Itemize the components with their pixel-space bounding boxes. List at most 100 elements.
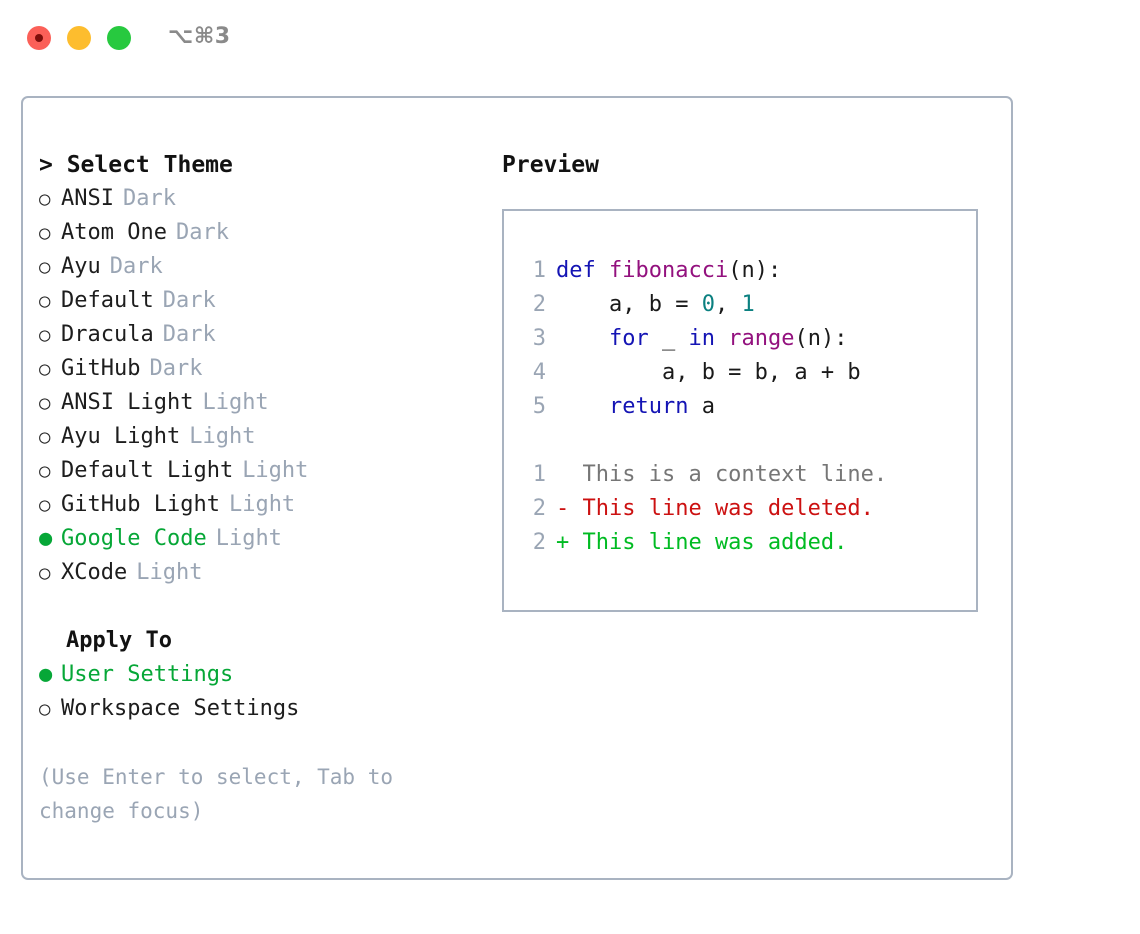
code-line: 5 return a: [518, 390, 968, 424]
select-theme-heading: > Select Theme: [39, 152, 233, 178]
theme-variant-tag: Light: [228, 492, 296, 517]
radio-selected-icon: ●: [39, 662, 53, 687]
apply-to-option-user-settings[interactable]: ●User Settings: [39, 658, 469, 692]
radio-unselected-icon: ○: [39, 256, 51, 278]
code-line-number: 2: [532, 292, 546, 317]
code-token-kw: def: [556, 258, 609, 283]
theme-option-label: Default: [61, 288, 154, 313]
theme-option-label: Dracula: [61, 322, 154, 347]
theme-variant-tag: Dark: [109, 254, 163, 279]
radio-unselected-icon: ○: [39, 392, 51, 414]
diff-line-number: 2: [532, 530, 546, 555]
keyboard-shortcut-label: ⌥⌘3: [168, 24, 231, 49]
code-token-pl: (n):: [728, 258, 782, 283]
radio-unselected-icon: ○: [39, 188, 51, 210]
radio-unselected-icon: ○: [39, 222, 51, 244]
traffic-light-controls: [27, 26, 131, 50]
theme-variant-tag: Dark: [162, 322, 216, 347]
code-line-number: 3: [532, 326, 546, 351]
theme-variant-tag: Dark: [122, 186, 176, 211]
theme-option-label: Default Light: [61, 458, 234, 483]
diff-line-ctx: 1 This is a context line.: [518, 458, 968, 492]
apply-to-option-label: Workspace Settings: [61, 696, 300, 721]
close-window-button[interactable]: [27, 26, 51, 50]
apply-to-heading: Apply To: [66, 628, 172, 653]
theme-option-label: Atom One: [61, 220, 167, 245]
theme-option-ayu[interactable]: ○ Ayu Dark: [39, 250, 469, 284]
code-line: 2 a, b = 0, 1: [518, 288, 968, 322]
radio-unselected-icon: ○: [39, 460, 51, 482]
theme-option-dracula[interactable]: ○ Dracula Dark: [39, 318, 469, 352]
theme-option-label: Ayu: [61, 254, 101, 279]
radio-unselected-icon: ○: [39, 426, 51, 448]
code-line-number: 4: [532, 360, 546, 385]
diff-line-add: 2 + This line was added.: [518, 526, 968, 560]
code-token-fn: fibonacci: [608, 258, 729, 283]
code-line-content: a, b = b, a + b: [556, 356, 861, 390]
diff-line-del: 2- This line was deleted.: [518, 492, 968, 526]
theme-option-xcode[interactable]: ○ XCode Light: [39, 556, 469, 590]
apply-to-options-list[interactable]: ●User Settings ○ Workspace Settings: [39, 658, 469, 726]
theme-option-github[interactable]: ○ GitHub Dark: [39, 352, 469, 386]
code-line-content: a, b = 0, 1: [556, 288, 755, 322]
code-token-pl: a: [688, 394, 715, 419]
code-token-pl: ,: [714, 292, 742, 317]
theme-variant-tag: Dark: [162, 288, 216, 313]
code-token-kw: return: [608, 394, 689, 419]
theme-variant-tag: Light: [136, 560, 203, 585]
code-token-kw: for: [608, 326, 649, 351]
theme-option-atom-one[interactable]: ○ Atom One Dark: [39, 216, 469, 250]
apply-to-panel: Apply To ●User Settings ○ Workspace Settin…: [39, 624, 469, 726]
radio-unselected-icon: ○: [39, 324, 51, 346]
radio-unselected-icon: ○: [39, 698, 51, 720]
theme-option-label: ANSI: [61, 186, 114, 211]
code-line-number: 5: [532, 394, 546, 419]
code-token-pl: _: [648, 326, 689, 351]
code-line: 3 for _ in range(n):: [518, 322, 968, 356]
radio-unselected-icon: ○: [39, 290, 51, 312]
code-token-num: 1: [741, 292, 755, 317]
diff-line-content: + This line was added.: [556, 530, 848, 555]
maximize-window-button[interactable]: [107, 26, 131, 50]
radio-unselected-icon: ○: [39, 358, 51, 380]
theme-option-default[interactable]: ○ Default Dark: [39, 284, 469, 318]
diff-line-number: 1: [532, 462, 546, 487]
diff-line-content: - This line was deleted.: [556, 496, 874, 521]
code-diff-spacer: [518, 424, 968, 458]
code-line-content: def fibonacci(n):: [556, 254, 781, 288]
theme-variant-tag: Dark: [175, 220, 229, 245]
theme-option-label: GitHub: [61, 356, 141, 381]
theme-variant-tag: Dark: [149, 356, 203, 381]
theme-option-label: Google Code: [61, 526, 207, 551]
code-line-content: for _ in range(n):: [556, 322, 847, 356]
theme-option-label: XCode: [61, 560, 128, 585]
theme-variant-tag: Light: [215, 526, 282, 551]
radio-unselected-icon: ○: [39, 562, 51, 584]
code-line: 4 a, b = b, a + b: [518, 356, 968, 390]
code-line-content: return a: [556, 390, 715, 424]
theme-option-label: GitHub Light: [61, 492, 220, 517]
theme-variant-tag: Light: [189, 424, 256, 449]
code-token-pl: [556, 326, 609, 351]
code-token-pl: [556, 394, 609, 419]
apply-to-option-workspace-settings[interactable]: ○ Workspace Settings: [39, 692, 469, 726]
code-line-number: 1: [532, 258, 546, 283]
code-token-kw: in: [688, 326, 715, 351]
minimize-window-button[interactable]: [67, 26, 91, 50]
code-line: 1 def fibonacci(n):: [518, 254, 968, 288]
code-token-fn: range: [728, 326, 795, 351]
theme-option-ansi[interactable]: ○ ANSI Dark: [39, 182, 469, 216]
window-titlebar: ⌥⌘3: [0, 0, 1140, 78]
code-token-pl: (n):: [794, 326, 848, 351]
code-token-pl: a, b =: [556, 292, 702, 317]
